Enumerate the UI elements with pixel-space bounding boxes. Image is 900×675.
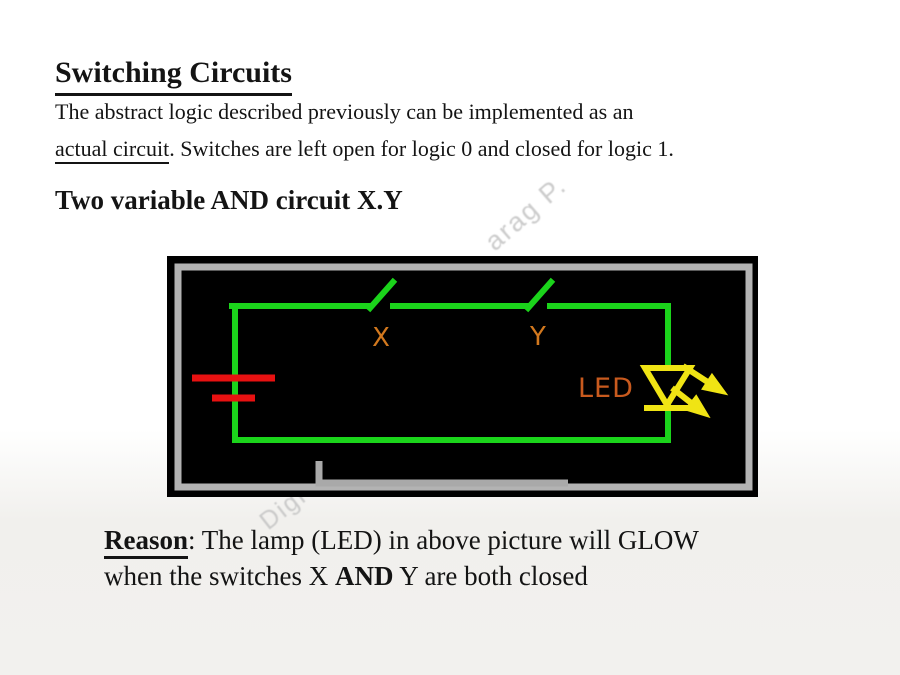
circuit-figure: X Y LED <box>167 256 758 497</box>
led-diode-icon <box>639 363 729 419</box>
intro-paragraph: The abstract logic described previously … <box>55 93 815 167</box>
underlined-phrase: actual circuit <box>55 136 170 164</box>
reason-paragraph: Reason: The lamp (LED) in above picture … <box>104 522 824 594</box>
switch-y-lever <box>523 277 556 313</box>
switch-x-label: X <box>372 323 390 353</box>
page-title: Switching Circuits <box>55 54 292 96</box>
circuit-diagram: X Y LED <box>174 263 753 491</box>
reason-line1: Reason: The lamp (LED) in above picture … <box>104 522 824 559</box>
intro-line2: actual circuit. Switches are left open f… <box>55 130 815 167</box>
reason-and-word: AND <box>334 561 394 591</box>
led-light-arrow-icon <box>670 385 711 419</box>
reason-line2-pre: when the switches X <box>104 561 335 591</box>
section-heading: Two variable AND circuit X.Y <box>55 185 403 215</box>
reason-line1-rest: : The lamp (LED) in above picture will G… <box>188 525 699 555</box>
led-label: LED <box>578 373 634 404</box>
image-frame <box>174 263 753 491</box>
ground-line <box>315 461 568 487</box>
reason-label: Reason <box>104 525 189 559</box>
page-title-text: Switching Circuits <box>55 54 292 96</box>
intro-line1: The abstract logic described previously … <box>55 99 634 124</box>
reason-line2: when the switches X AND Y are both close… <box>104 558 824 594</box>
watermark-top-fragment: arag P. <box>479 169 573 257</box>
reason-line2-post: Y are both closed <box>393 561 588 591</box>
led-light-arrow-icon <box>681 363 729 396</box>
switch-x-lever <box>365 277 398 313</box>
led-triangle <box>639 365 696 411</box>
switch-y-label: Y <box>529 322 546 352</box>
intro-line2-rest: . Switches are left open for logic 0 and… <box>169 136 674 161</box>
battery-icon <box>192 374 275 402</box>
